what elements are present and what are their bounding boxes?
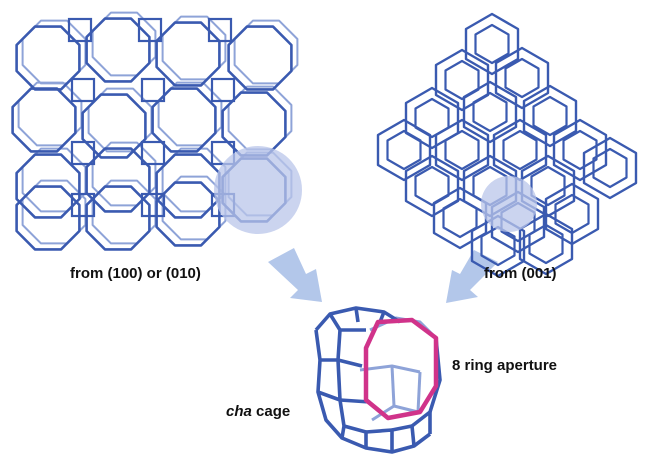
lattice-hex-outer	[434, 118, 490, 182]
lattice-hex-inner	[562, 129, 598, 171]
lattice-ring	[227, 25, 293, 91]
lattice-ring	[15, 153, 81, 219]
lattice-hex-outer	[464, 12, 520, 76]
eight-ring-aperture	[363, 317, 439, 421]
lattice-hex-inner	[444, 129, 480, 171]
lattice-ring	[15, 25, 81, 91]
arrow-right	[446, 250, 498, 303]
arrows	[268, 248, 498, 303]
label-8-ring-aperture: 8 ring aperture	[452, 357, 558, 374]
lattice-hex-outer	[434, 48, 490, 112]
lattice-ring	[81, 93, 147, 159]
lattice-ring	[11, 87, 77, 153]
lattice-square	[140, 77, 166, 103]
lattice-ring	[151, 87, 217, 153]
lattice-hex-outer	[404, 154, 460, 218]
lattice-hex-inner	[592, 147, 628, 189]
lattice-square	[70, 140, 96, 166]
label-view-001: from (001)	[484, 265, 557, 282]
lattice-ring	[15, 185, 81, 251]
lattice-view-001	[376, 12, 638, 278]
label-view-100-010: from (100) or (010)	[70, 265, 201, 282]
lattice-hex-outer	[462, 80, 518, 144]
lattice-hex-outer	[582, 136, 638, 200]
lattice-square	[210, 77, 236, 103]
lattice-hex-inner	[444, 59, 480, 101]
lattice-ring	[155, 181, 221, 247]
highlighted-cage-left	[214, 146, 302, 234]
cage-front-edges	[314, 306, 442, 454]
lattice-hex-outer	[494, 46, 550, 110]
lattice-hex-inner	[472, 91, 508, 133]
lattice-ring	[85, 147, 151, 213]
lattice-hex-outer	[522, 84, 578, 148]
lattice-ring	[221, 91, 287, 157]
lattice-ring	[85, 17, 151, 83]
lattice-hex-inner	[474, 23, 510, 65]
lattice-hex-inner	[386, 129, 422, 171]
lattice-hex-inner	[414, 165, 450, 207]
lattice-hex-outer	[470, 214, 526, 278]
lattice-hex-inner	[414, 97, 450, 139]
arrow-left	[268, 248, 322, 302]
lattice-square	[140, 140, 166, 166]
cha-cage	[314, 306, 442, 454]
lattice-square	[67, 17, 93, 43]
lattice-hex-outer	[404, 86, 460, 150]
lattice-square	[70, 77, 96, 103]
lattice-hex-outer	[552, 118, 608, 182]
lattice-hex-inner	[504, 57, 540, 99]
lattice-hex-inner	[532, 95, 568, 137]
lattice-hex-inner	[528, 223, 564, 265]
lattice-hex-inner	[530, 165, 566, 207]
lattice-ring	[85, 185, 151, 251]
label-cage-name: cha	[226, 403, 252, 420]
label-cha-cage: cha cage	[226, 403, 290, 420]
lattice-hex-inner	[442, 197, 478, 239]
label-cage-word: cage	[256, 403, 291, 420]
lattice-hex-inner	[554, 193, 590, 235]
lattice-hex-inner	[480, 225, 516, 267]
lattice-hex-inner	[502, 129, 538, 171]
lattice-hex-outer	[376, 118, 432, 182]
lattice-ring	[155, 153, 221, 219]
lattice-ring	[155, 21, 221, 87]
highlighted-cage-right	[481, 176, 537, 232]
